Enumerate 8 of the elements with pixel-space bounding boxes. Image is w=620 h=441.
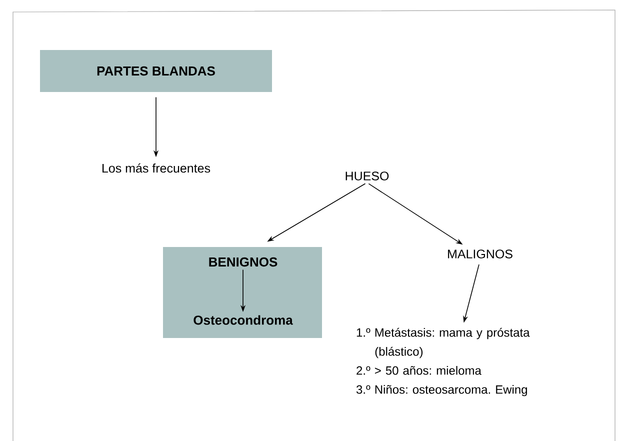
node-label: HUESO	[346, 172, 389, 180]
node-label: BENIGNOS	[209, 257, 278, 267]
node-label: Los más frecuentes	[102, 163, 210, 173]
category-box: PARTES BLANDAS	[40, 50, 272, 92]
node-label: MALIGNOS	[448, 250, 512, 258]
item-list: 1.º Metástasis: mama y próstata (blástico) 2.º > 50 años: mieloma 3.º Niños: osteosarcoma. Ewing	[356, 328, 530, 396]
category-box	[163, 247, 322, 338]
node-label: Osteocondroma	[194, 315, 293, 325]
